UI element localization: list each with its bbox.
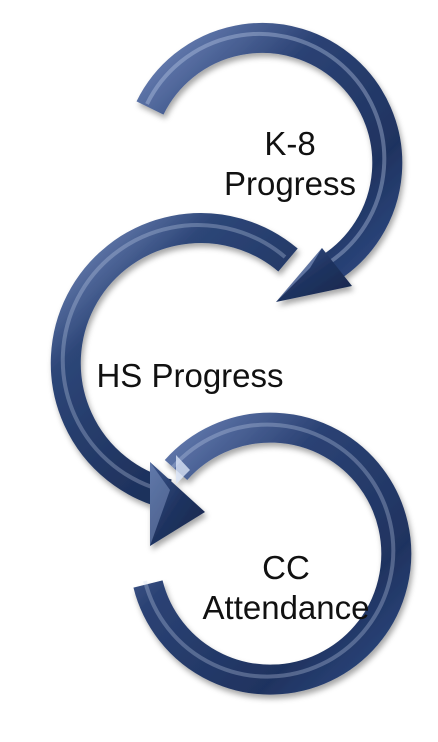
step-label-cc-line2: Attendance — [202, 589, 370, 626]
arrow-hs — [50, 213, 298, 546]
step-label-hs-line1: HS Progress — [96, 357, 284, 394]
arrow-cc — [133, 412, 412, 695]
step-label-cc: CC Attendance — [186, 548, 386, 628]
arrow-k8 — [136, 22, 403, 302]
step-label-hs: HS Progress — [70, 356, 310, 396]
step-label-k8-line2: Progress — [223, 165, 357, 202]
step-label-k8: K-8 Progress — [210, 124, 370, 204]
step-label-cc-line1: CC — [262, 549, 310, 586]
step-label-k8-line1: K-8 — [264, 125, 316, 162]
